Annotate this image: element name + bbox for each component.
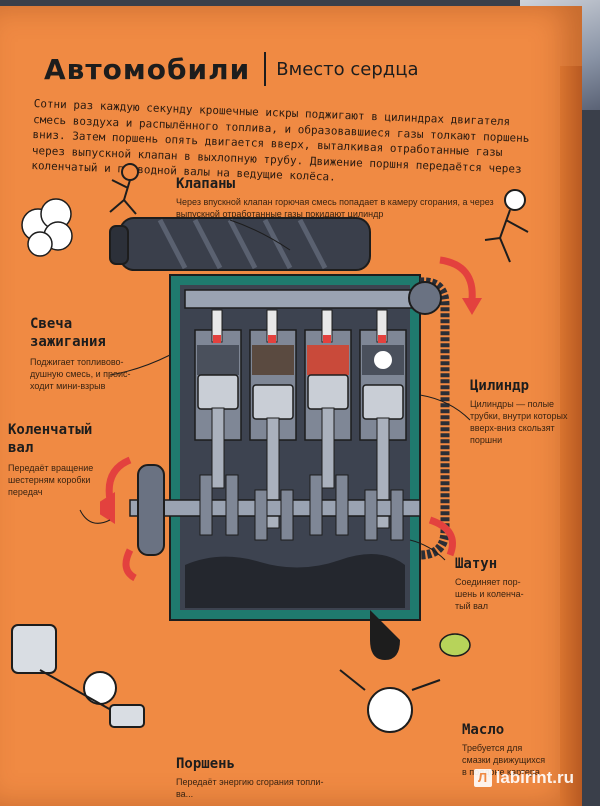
label-valves-title: Клапаны [176, 176, 236, 192]
label-valves-text: Через впускной клапан горючая смесь попа… [176, 197, 494, 219]
watermark: Л labirint.ru [473, 768, 574, 788]
watermark-logo-icon: Л [473, 769, 492, 787]
label-oil-text-1: Требуется для [462, 743, 523, 753]
label-rod-text-3: тый вал [455, 601, 489, 611]
label-rod-title: Шатун [455, 556, 498, 572]
watermark-text: labirint.ru [495, 768, 574, 787]
rotation-arrow-top-head [462, 298, 482, 315]
label-cylinder-text-1: Цилиндры — полые [470, 399, 555, 409]
label-rod-text-1: Соединяет пор- [455, 577, 521, 587]
rotation-arrow-left [105, 456, 132, 501]
label-piston-text-2: ва... [176, 789, 194, 799]
timing-belt [419, 277, 450, 560]
camshaft [184, 289, 426, 309]
engine-illustration [100, 217, 482, 660]
label-piston-title: Поршень [176, 756, 236, 772]
label-spark-text-3: ходит мини-взрыв [30, 381, 106, 391]
title-row: Автомобили Вместо сердца [44, 52, 419, 86]
label-crankshaft-text-2: шестерням коробки [8, 475, 91, 485]
spark-plug-tips [213, 335, 386, 343]
rotation-arrow-bottom [122, 548, 137, 582]
cam-pulley [408, 281, 442, 315]
label-oil-text-3: в поддоне картера [462, 767, 540, 777]
chamber-3 [307, 345, 349, 375]
page-edge [560, 66, 582, 806]
crank-webs [199, 474, 404, 541]
chamber-2 [252, 345, 294, 375]
label-cylinder-text-4: поршни [470, 435, 503, 445]
label-piston-text-1: Передаёт энергию сгорания топли- [176, 777, 324, 787]
label-spark-title-2: зажигания [30, 334, 106, 350]
label-cylinder-title: Цилиндр [470, 378, 530, 394]
flywheel [137, 464, 165, 556]
label-oil-text-2: смазки движущихся [462, 755, 546, 765]
label-spark-text-1: Поджигает топливово- [30, 357, 124, 367]
rotation-arrow-top [439, 256, 476, 301]
chamber-1 [197, 345, 239, 375]
page-title: Автомобили [44, 52, 251, 86]
label-rod-text-2: шень и коленча- [455, 589, 524, 599]
label-cylinder-text-2: трубки, внутри которых [470, 411, 568, 421]
label-cylinder-text-3: вверх-вниз скользят [470, 423, 555, 433]
oil-drip [370, 610, 400, 660]
rotation-arrow-right [428, 516, 456, 557]
oil-sump [185, 554, 405, 608]
label-oil-title: Масло [462, 722, 505, 738]
page-subtitle: Вместо сердца [276, 58, 419, 80]
label-crankshaft-title-1: Коленчатый [8, 422, 93, 438]
explosion-icon [374, 351, 392, 369]
label-crankshaft-text-3: передач [8, 487, 43, 497]
label-spark-text-2: душную смесь, и проис- [30, 369, 131, 379]
label-spark-title-1: Свеча [30, 316, 73, 332]
label-crankshaft-title-2: вал [8, 440, 34, 456]
label-crankshaft-text-1: Передаёт вращение [8, 463, 94, 473]
title-separator [264, 52, 267, 86]
exhaust-pipe-end [109, 225, 129, 265]
